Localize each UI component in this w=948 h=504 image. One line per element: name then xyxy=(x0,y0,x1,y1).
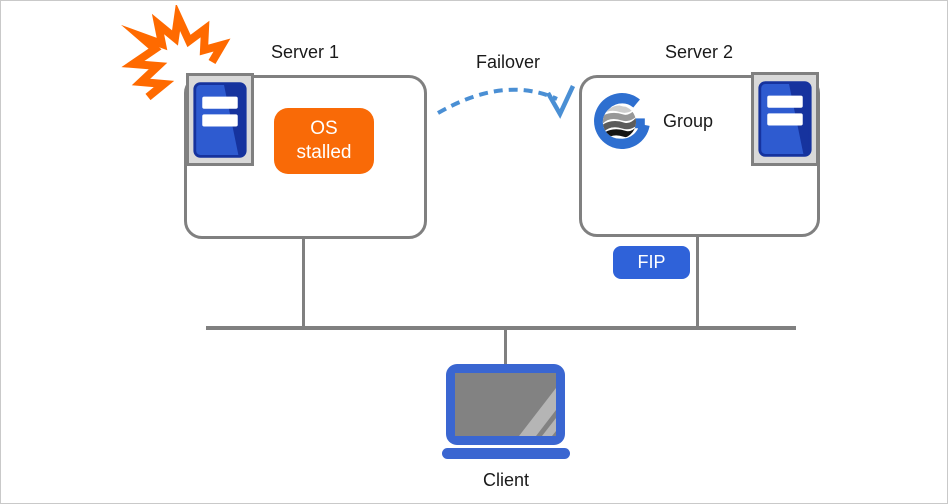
os-stalled-line1: OS xyxy=(310,118,338,140)
network-bus-line xyxy=(206,326,796,330)
failover-arrow-icon xyxy=(437,85,576,119)
failover-label: Failover xyxy=(475,52,541,72)
laptop-icon xyxy=(442,364,570,459)
client-network-drop-line xyxy=(504,330,507,366)
fip-badge: FIP xyxy=(613,246,690,279)
group-logo-icon xyxy=(594,93,650,149)
server2-title: Server 2 xyxy=(664,42,734,62)
group-item: Group xyxy=(594,93,713,149)
client-label: Client xyxy=(482,470,530,490)
server-icon xyxy=(186,73,254,166)
group-label: Group xyxy=(663,110,714,131)
server-tower-icon xyxy=(193,81,247,158)
server-tower-icon xyxy=(758,81,812,157)
os-stalled-line2: stalled xyxy=(296,142,352,163)
server1-title: Server 1 xyxy=(270,42,340,62)
server2-network-drop-line xyxy=(696,237,699,327)
os-stalled-badge: OS stalled xyxy=(274,108,374,174)
server-icon xyxy=(751,72,819,166)
crash-icon xyxy=(121,5,231,101)
server1-network-drop-line xyxy=(302,238,305,327)
